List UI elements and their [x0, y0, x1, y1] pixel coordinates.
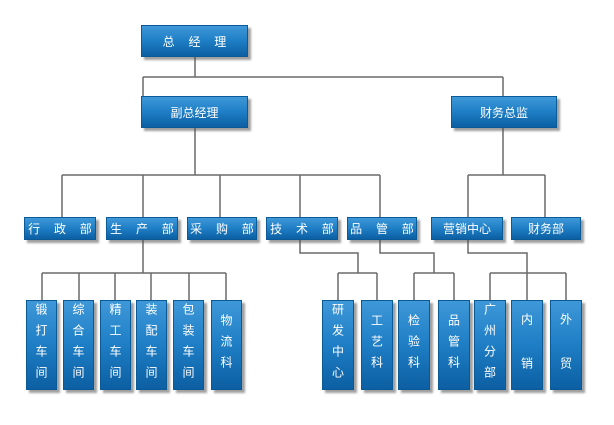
unit-foreign-trade-label: 外 贸 — [558, 312, 573, 378]
unit-general-box: 综合车间 — [63, 300, 94, 390]
dept-production-label: 生 产 部 — [110, 222, 179, 236]
dept-admin-label: 行 政 部 — [28, 222, 97, 236]
ceo-box: 总 经 理 — [141, 25, 248, 57]
unit-inspection-label: 检验科 — [406, 313, 421, 377]
unit-quality-control-label: 品管科 — [446, 313, 461, 377]
dept-purchasing-box: 采 购 部 — [187, 217, 257, 240]
unit-logistics-label: 物流科 — [219, 313, 233, 377]
unit-packaging-box: 包装车间 — [173, 300, 204, 390]
unit-packaging-label: 包装车间 — [181, 303, 195, 387]
finance-director-box: 财务总监 — [451, 96, 557, 128]
dept-admin-box: 行 政 部 — [24, 217, 96, 240]
unit-inspection-box: 检验科 — [398, 300, 430, 390]
unit-quality-control-box: 品管科 — [438, 300, 470, 390]
unit-general-label: 综合车间 — [71, 303, 85, 387]
unit-domestic-sales-label: 内 销 — [519, 312, 534, 378]
dept-technology-box: 技 术 部 — [266, 217, 338, 240]
dept-production-box: 生 产 部 — [106, 217, 178, 240]
vice-gm-box: 副总经理 — [141, 96, 248, 128]
unit-foreign-trade-box: 外 贸 — [550, 300, 582, 390]
ceo-label: 总 经 理 — [162, 34, 232, 49]
dept-marketing-box: 营销中心 — [431, 217, 503, 240]
unit-logistics-box: 物流科 — [211, 300, 242, 390]
unit-rd-center-label: 研发中心 — [330, 303, 345, 387]
unit-assembly-label: 装配车间 — [144, 303, 158, 387]
dept-technology-label: 技 术 部 — [270, 222, 339, 236]
dept-finance-box: 财务部 — [511, 217, 581, 240]
unit-guangzhou-branch-label: 广州分部 — [482, 303, 497, 387]
unit-rd-center-box: 研发中心 — [322, 300, 354, 390]
vice-gm-label: 副总经理 — [170, 105, 219, 120]
finance-director-label: 财务总监 — [479, 105, 528, 120]
dept-quality-label: 品 管 部 — [350, 222, 419, 236]
unit-forging-label: 锻打车间 — [34, 303, 48, 387]
dept-finance-label: 财务部 — [527, 222, 564, 236]
unit-finishing-box: 精工车间 — [100, 300, 131, 390]
unit-assembly-box: 装配车间 — [136, 300, 167, 390]
unit-finishing-label: 精工车间 — [108, 303, 122, 387]
unit-guangzhou-branch-box: 广州分部 — [474, 300, 506, 390]
dept-marketing-label: 营销中心 — [442, 222, 491, 236]
unit-forging-box: 锻打车间 — [26, 300, 57, 390]
dept-quality-box: 品 管 部 — [347, 217, 417, 240]
dept-purchasing-label: 采 购 部 — [190, 222, 259, 236]
unit-process-label: 工艺科 — [369, 313, 384, 377]
unit-process-box: 工艺科 — [361, 300, 393, 390]
unit-domestic-sales-box: 内 销 — [511, 300, 543, 390]
